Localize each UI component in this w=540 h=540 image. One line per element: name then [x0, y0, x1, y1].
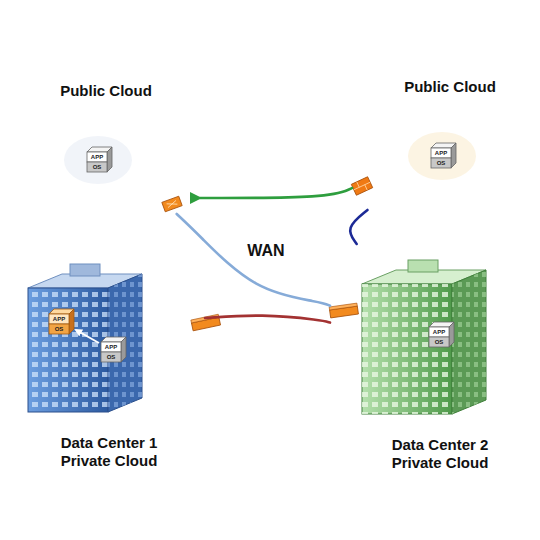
cloud-shape	[8, 102, 204, 214]
vm-layer-label: APP	[435, 150, 447, 156]
network-link	[205, 316, 330, 323]
vm-layer-label: APP	[433, 329, 445, 335]
vm-layer-label: APP	[53, 316, 65, 322]
cloud-title: Data Center 1 Private Cloud	[47, 434, 171, 470]
private-cloud: Data Center 2 Private Cloud	[330, 244, 540, 472]
router-icon	[162, 196, 182, 212]
wan-cloud: WAN	[196, 212, 336, 300]
vm-layer-label: APP	[91, 154, 103, 160]
migration-arrow	[76, 330, 99, 343]
vm-icon	[431, 143, 456, 168]
network-link	[177, 214, 330, 306]
text-block: Data Center 1 Private Cloud	[6, 434, 212, 470]
text-block: WAN	[247, 242, 284, 260]
vm-icon	[49, 309, 74, 334]
vm-layer-label: OS	[435, 339, 444, 345]
cloud-title: Data Center 2 Private Cloud	[378, 436, 502, 472]
router-icon	[329, 303, 358, 318]
cloud-title: Public Cloud	[60, 82, 152, 100]
cloud-outline	[360, 106, 540, 204]
inner-cloud	[408, 132, 476, 180]
vm-icon	[87, 147, 112, 172]
cloud-shape	[6, 240, 212, 432]
building	[362, 260, 486, 414]
vm-layer-label: APP	[105, 344, 117, 350]
public-cloud: Public Cloud	[8, 82, 204, 214]
cloud-outline	[16, 110, 197, 208]
firewall-icon	[351, 177, 372, 195]
vm-layer-label: OS	[93, 164, 102, 170]
cloud-outline	[203, 219, 329, 294]
vm-layer-label: OS	[437, 160, 446, 166]
network-link	[200, 188, 352, 198]
text-block: Data Center 2 Private Cloud	[330, 436, 540, 472]
building	[28, 264, 142, 412]
cloud-title: Public Cloud	[404, 78, 496, 96]
cloud-outline	[14, 251, 205, 426]
network-label: WAN	[247, 242, 284, 260]
vm-layer-label: OS	[55, 326, 64, 332]
text-block: Public Cloud	[8, 82, 204, 100]
cloud-outline	[338, 255, 540, 428]
network-link	[350, 210, 367, 244]
vm-icon	[101, 337, 126, 362]
vm-layer-label: OS	[107, 354, 116, 360]
text-block: Public Cloud	[352, 78, 540, 96]
inner-cloud	[64, 136, 132, 184]
public-cloud: Public Cloud	[352, 78, 540, 210]
vm-icon	[429, 322, 454, 347]
